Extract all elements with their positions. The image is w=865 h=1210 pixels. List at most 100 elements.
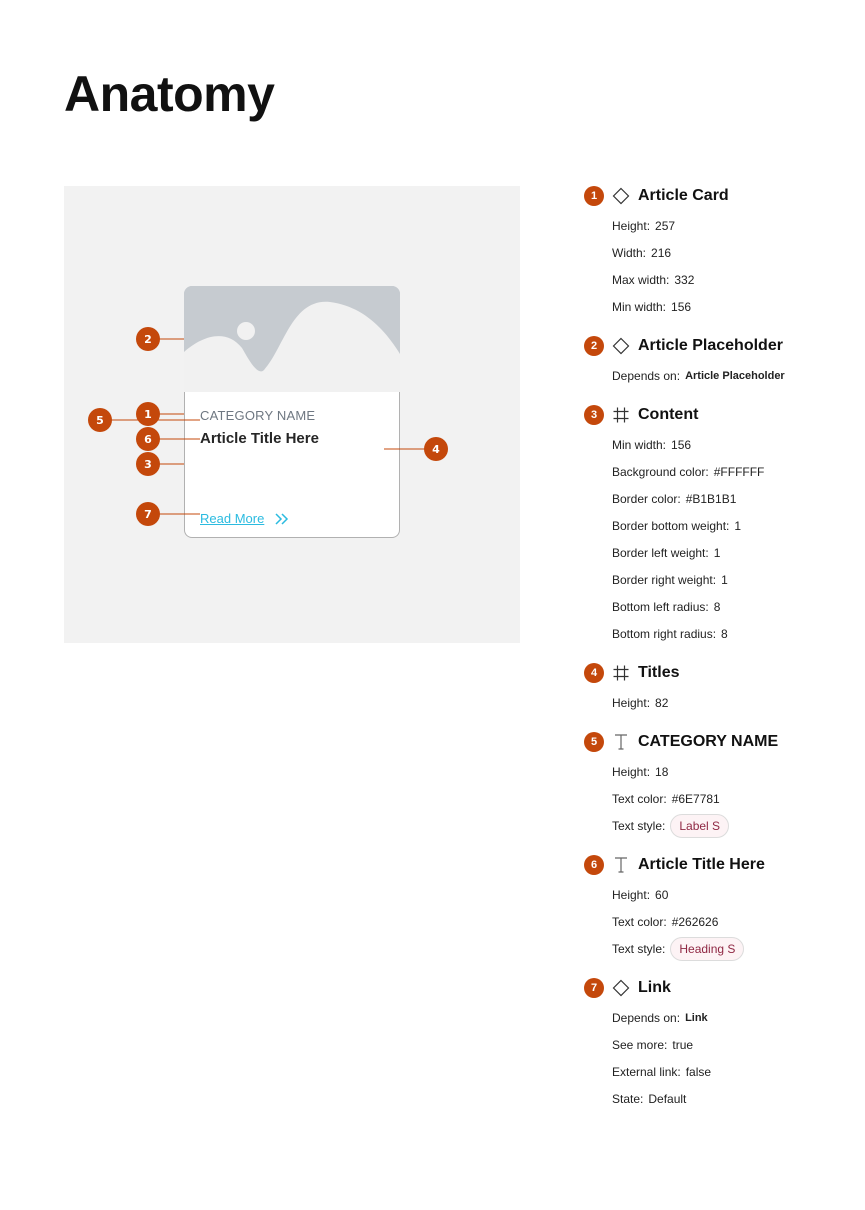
property-value: #262626 xyxy=(671,914,719,929)
component-diamond-icon xyxy=(612,979,630,997)
number-badge: 2 xyxy=(584,336,604,356)
section-name: Article Placeholder xyxy=(638,337,783,354)
property-value: Link xyxy=(685,1011,708,1024)
image-placeholder-icon xyxy=(184,286,400,392)
property-rows: Depends on:Article Placeholder xyxy=(612,362,854,389)
property-rows: Height:82 xyxy=(612,689,854,716)
property-row: Text color: #6E7781 xyxy=(612,785,854,812)
property-key: Min width: xyxy=(612,437,667,452)
number-badge: 7 xyxy=(584,978,604,998)
text-t-icon xyxy=(612,856,630,874)
section-header: 7 Link xyxy=(584,977,854,999)
property-row: External link: false xyxy=(612,1058,854,1085)
property-row: Border left weight: 1 xyxy=(612,539,854,566)
svg-text:5: 5 xyxy=(96,414,104,427)
number-badge: 4 xyxy=(584,663,604,683)
number-badge: 3 xyxy=(584,405,604,425)
property-key: Text color: xyxy=(612,791,667,806)
section-name: Article Title Here xyxy=(638,856,765,873)
property-key: Min width: xyxy=(612,299,667,314)
callout-3: 3 xyxy=(136,452,160,476)
property-row: Bottom left radius:8 xyxy=(612,593,854,620)
property-value: 1 xyxy=(734,518,742,533)
property-key: Height: xyxy=(612,695,651,710)
property-row: Bottom right radius:8 xyxy=(612,620,854,647)
property-key: Bottom left radius: xyxy=(612,599,709,614)
section-header: 4 Titles xyxy=(584,662,854,684)
property-row: Height:60 xyxy=(612,881,854,908)
property-value: 156 xyxy=(671,437,692,452)
property-row: Border bottom weight: 1 xyxy=(612,512,854,539)
property-row: Width: 216 xyxy=(612,239,854,266)
text-style-pill[interactable]: Heading S xyxy=(670,936,745,961)
svg-text:3: 3 xyxy=(144,458,152,471)
property-value: #FFFFFF xyxy=(713,464,765,479)
property-row: Max width: 332 xyxy=(612,266,854,293)
property-row: Min width: 156 xyxy=(612,431,854,458)
page-title: Anatomy xyxy=(64,66,275,122)
property-key: Border left weight: xyxy=(612,545,709,560)
property-value: 18 xyxy=(655,764,669,779)
svg-text:2: 2 xyxy=(144,333,152,346)
property-key: Depends on: xyxy=(612,368,681,383)
property-value: 1 xyxy=(713,545,721,560)
property-value: true xyxy=(672,1037,694,1052)
text-style-pill[interactable]: Label S xyxy=(670,813,730,838)
callout-7: 7 xyxy=(136,502,160,526)
property-row: Text style:Heading S xyxy=(612,935,854,962)
section-name: Link xyxy=(638,979,671,996)
callout-4: 4 xyxy=(424,437,448,461)
section-header: 3 Content xyxy=(584,404,854,426)
property-row: Border right weight: 1 xyxy=(612,566,854,593)
property-key: Width: xyxy=(612,245,647,260)
article-card[interactable]: CATEGORY NAME Article Title Here Read Mo… xyxy=(184,286,400,538)
text-t-icon xyxy=(612,733,630,751)
property-key: Depends on: xyxy=(612,1010,681,1025)
callout-5: 5 xyxy=(88,408,112,432)
property-value: 332 xyxy=(674,272,695,287)
property-key: External link: xyxy=(612,1064,681,1079)
property-value: 216 xyxy=(651,245,672,260)
property-row: Text style: Label S xyxy=(612,812,854,839)
property-value: Default xyxy=(648,1091,687,1106)
svg-text:6: 6 xyxy=(144,433,152,446)
property-value: #6E7781 xyxy=(671,791,720,806)
double-chevron-right-icon[interactable] xyxy=(275,513,289,525)
property-row: State: Default xyxy=(612,1085,854,1112)
read-more-link[interactable]: Read More xyxy=(200,511,265,526)
preview-panel: CATEGORY NAME Article Title Here Read Mo… xyxy=(64,186,520,643)
property-value: false xyxy=(685,1064,712,1079)
callout-6: 6 xyxy=(136,427,160,451)
property-key: State: xyxy=(612,1091,644,1106)
article-title: Article Title Here xyxy=(200,430,319,447)
section-name: Content xyxy=(638,406,699,423)
property-row: See more: true xyxy=(612,1031,854,1058)
svg-text:7: 7 xyxy=(144,508,152,521)
property-key: See more: xyxy=(612,1037,668,1052)
property-key: Max width: xyxy=(612,272,670,287)
property-key: Height: xyxy=(612,218,651,233)
property-key: Border bottom weight: xyxy=(612,518,730,533)
property-key: Background color: xyxy=(612,464,709,479)
property-key: Border right weight: xyxy=(612,572,717,587)
section-name: Titles xyxy=(638,664,680,681)
property-row: Background color: #FFFFFF xyxy=(612,458,854,485)
section-name: CATEGORY NAME xyxy=(638,733,779,750)
property-key: Text style: xyxy=(612,818,666,833)
property-value: 1 xyxy=(721,572,728,587)
section-name: Article Card xyxy=(638,187,729,204)
